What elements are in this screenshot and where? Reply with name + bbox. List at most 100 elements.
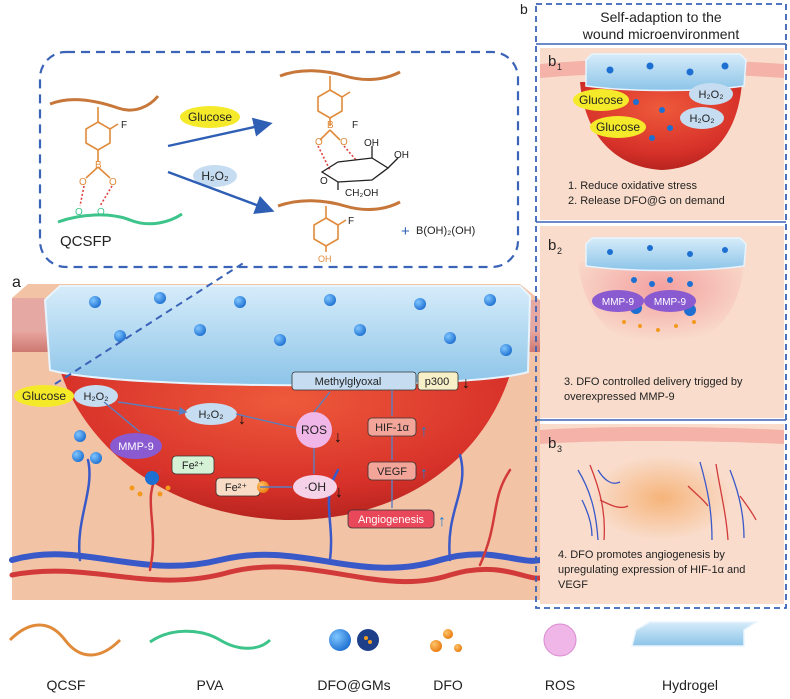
oxygen-label-left-2: O	[109, 177, 117, 188]
phenol-oh-label: OH	[318, 254, 332, 264]
panel-b-header-line2: wound microenvironment	[582, 26, 740, 42]
b1-text-line2: 2. Release DFO@G on demand	[568, 195, 725, 207]
b1-h2o2-label-2: H₂O₂	[689, 113, 714, 125]
b2-text-line1: 3. DFO controlled delivery trigged by	[564, 376, 743, 388]
p300-down-arrow: ↓	[462, 375, 470, 392]
qcsf-strand-product	[279, 69, 401, 81]
glucose-wound-label: Glucose	[22, 389, 66, 403]
ros-particle	[296, 412, 332, 448]
boric-acid-label: B(OH)₂(OH)	[416, 225, 475, 237]
legend-pva-icon	[149, 629, 272, 650]
panel-b-header-line1: Self-adaption to the	[600, 9, 722, 25]
legend-dfo-icon-1	[430, 640, 442, 652]
legend-dfo-icon-2	[443, 629, 453, 639]
b3-subscript: 3	[557, 444, 562, 454]
oxygen-label-left-4: O	[97, 207, 105, 218]
zoom-connector	[54, 261, 246, 385]
methylglyoxal-box	[291, 371, 417, 391]
legend-label-pva: PVA	[197, 677, 225, 693]
legend-label-qcsf: QCSF	[47, 677, 86, 693]
boron-label-left: B	[95, 160, 102, 171]
ros-down-arrow: ↓	[334, 429, 342, 446]
panel-b2	[540, 226, 784, 418]
hydroxyl-label-2: OH	[394, 150, 409, 161]
panel-b-letter: b	[520, 1, 528, 17]
b1-letter: b	[548, 53, 556, 70]
p300-box	[417, 371, 459, 391]
b3-text-line2: upregulating expression of HIF-1α and	[558, 564, 745, 576]
phenylboronic-structure-left	[79, 107, 119, 207]
panel-b-frame	[535, 3, 787, 609]
b1-text-line1: 1. Reduce oxidative stress	[568, 180, 698, 192]
hydrogel-beads	[89, 292, 512, 356]
b1-glucose-badge-2	[590, 116, 646, 138]
b3-text-line3: VEGF	[558, 579, 588, 591]
h2o2-wound-label: H₂O₂	[83, 391, 108, 403]
legend	[8, 621, 759, 657]
hydroxyl-radical-badge	[293, 475, 337, 499]
dfo-gm-bead-b	[72, 450, 84, 462]
b3-text-line1: 4. DFO promotes angiogenesis by	[558, 549, 725, 561]
qcsf-strand-left	[49, 95, 160, 112]
legend-label-ros: ROS	[545, 677, 575, 693]
ch2oh-label: CH₂OH	[345, 188, 378, 199]
pathway-connectors	[103, 390, 393, 508]
h2o2-reaction-arrow	[167, 170, 275, 214]
angiogenesis-box	[347, 509, 435, 529]
h2o2-down-arrow: ↓	[238, 411, 246, 428]
legend-label-dfo: DFO	[433, 677, 463, 693]
plus-sign: +	[401, 223, 410, 240]
dfo-gm-bead-c	[90, 452, 102, 464]
b2-text-line2: overexpressed MMP-9	[564, 391, 675, 403]
glucose-reagent-label: Glucose	[188, 110, 232, 124]
b2-mmp9-label-2: MMP-9	[654, 297, 687, 308]
h2o2-reagent-label: H₂O₂	[201, 169, 229, 183]
phenol-structure	[313, 206, 347, 252]
ring-oxygen-label: O	[320, 176, 328, 187]
hydroxyl-label-1: OH	[364, 138, 379, 149]
h2o2-mid-label: H₂O₂	[198, 409, 223, 421]
b3-letter: b	[548, 435, 556, 452]
glucose-reagent-badge	[180, 106, 240, 128]
boron-label-product: B	[327, 120, 334, 131]
angiogenesis-label: Angiogenesis	[358, 514, 425, 526]
legend-dfo-icon-3	[454, 644, 462, 652]
qcsf-strand-phenol	[277, 199, 401, 211]
glucose-wound-badge	[14, 385, 74, 407]
hydroxyl-radical-label: ·OH	[304, 480, 326, 494]
legend-label-hydrogel: Hydrogel	[662, 677, 718, 693]
chemistry-inset-frame	[38, 50, 520, 269]
fe2-label-a: Fe²⁺	[182, 460, 205, 472]
h2o2-reagent-badge	[193, 165, 237, 187]
fluorine-label-phenol: F	[348, 216, 354, 227]
oxygen-label-product-1: O	[315, 137, 323, 148]
vegf-label: VEGF	[377, 466, 407, 478]
b1-h2o2-badge-2	[680, 107, 724, 129]
fe2-badge-a	[171, 455, 215, 475]
dfo-gm-bead-a	[74, 430, 86, 442]
oxygen-label-left-1: O	[79, 177, 87, 188]
b2-subscript: 2	[557, 246, 562, 256]
angiogenesis-up-arrow: ↑	[438, 513, 446, 530]
b2-mmp9-badge-2	[644, 290, 696, 312]
b1-h2o2-badge-1	[689, 83, 733, 105]
b2-mmp9-label-1: MMP-9	[602, 297, 635, 308]
legend-dfo-gm-icon-1	[329, 629, 351, 651]
b2-mmp9-badge-1	[592, 290, 644, 312]
fe2-label-b: Fe²⁺	[225, 482, 248, 494]
b2-letter: b	[548, 237, 556, 254]
fluorine-label-left: F	[121, 120, 127, 131]
glucose-boronate-ester	[317, 76, 357, 171]
glucose-reaction-arrow	[167, 117, 273, 148]
legend-qcsf-icon	[8, 623, 122, 657]
p300-label: p300	[425, 376, 449, 388]
methylglyoxal-label: Methylglyoxal	[315, 376, 382, 388]
fluorine-label-product: F	[352, 120, 358, 131]
panel-a-letter: a	[12, 274, 21, 291]
hydroxyl-down-arrow: ↓	[335, 484, 343, 501]
hif-label: HIF-1α	[375, 422, 410, 434]
oxygen-label-left-3: O	[75, 207, 83, 218]
dfo-release-dots	[129, 485, 171, 497]
